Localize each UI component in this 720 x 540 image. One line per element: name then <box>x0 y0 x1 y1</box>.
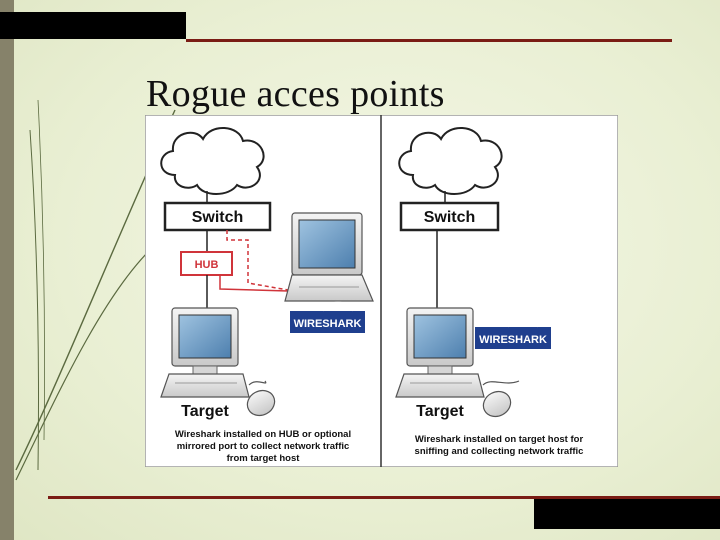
wireshark-logo-text: WIRESHARK <box>479 334 547 346</box>
caption-line-1: Wireshark installed on target host for <box>415 434 584 445</box>
caption-line-3: from target host <box>227 453 301 464</box>
slide-title: Rogue acces points <box>146 73 445 115</box>
target-label: Target <box>181 403 229 420</box>
wireshark-logo: WIRESHARK <box>475 317 551 349</box>
switch-box <box>399 201 500 232</box>
top-rule <box>186 39 672 42</box>
wireshark-logo-text: WIRESHARK <box>294 318 362 330</box>
right-panel: Switch WIRESHARK Target Wireshark instal… <box>395 127 584 457</box>
network-diagram: Switch HUB WIRESHARK Ta <box>145 115 618 467</box>
switch-label: Switch <box>424 209 476 226</box>
cloud-icon <box>398 127 503 195</box>
bottom-black-bar <box>534 499 720 529</box>
target-label: Target <box>416 403 464 420</box>
hub-laptop-link <box>219 275 289 292</box>
top-black-bar <box>0 12 186 39</box>
hub-label: HUB <box>195 259 219 271</box>
left-stripe <box>0 0 14 540</box>
monitor-icon <box>160 307 250 398</box>
cloud-icon <box>160 127 265 195</box>
mouse-icon <box>246 380 276 417</box>
caption-line-2: mirrored port to collect network traffic <box>177 441 350 452</box>
wireshark-logo: WIRESHARK <box>290 301 365 333</box>
laptop-icon <box>284 212 374 302</box>
caption-line-1: Wireshark installed on HUB or optional <box>175 429 351 440</box>
left-panel: Switch HUB WIRESHARK Ta <box>160 127 374 464</box>
switch-label: Switch <box>192 209 244 226</box>
mouse-icon <box>482 380 520 418</box>
bottom-rule <box>48 496 720 499</box>
monitor-icon <box>395 307 485 398</box>
caption-line-2: sniffing and collecting network traffic <box>415 446 584 457</box>
switch-box <box>163 201 272 232</box>
mirror-port-link <box>226 230 289 291</box>
